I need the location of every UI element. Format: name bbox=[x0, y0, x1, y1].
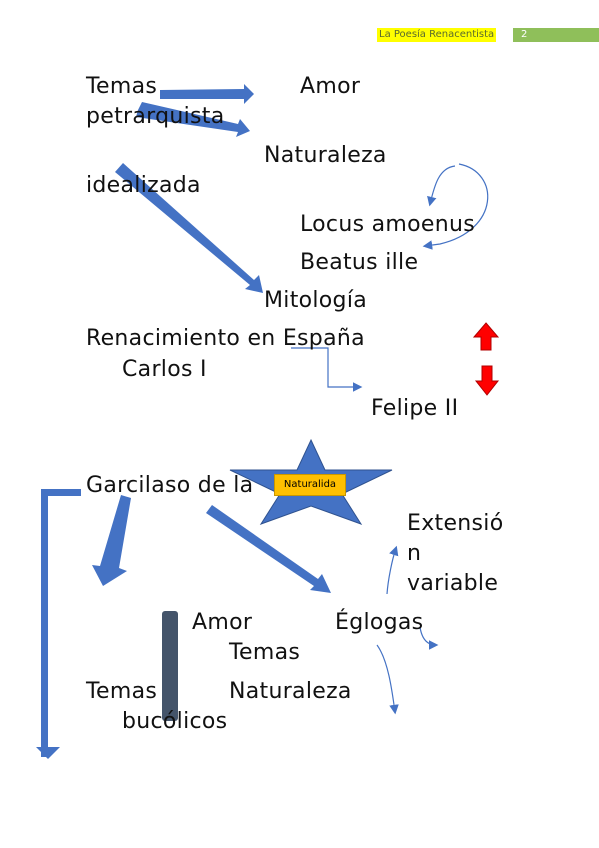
curly-bracket bbox=[162, 611, 178, 721]
left-bracket-head bbox=[36, 747, 60, 759]
curve-arrow-1 bbox=[427, 165, 456, 207]
curve-arrow-extension bbox=[386, 545, 399, 595]
curve-arrow-eglogas-down bbox=[376, 644, 399, 715]
page-number: 2 bbox=[513, 28, 599, 42]
text-extension-1: Extensió bbox=[407, 511, 504, 536]
left-bracket-vertical bbox=[41, 489, 48, 757]
arrow-garcilaso-down bbox=[92, 495, 131, 586]
text-idealizada: idealizada bbox=[86, 173, 201, 198]
text-temas-petrarquista-2: petrarquista bbox=[86, 104, 225, 129]
text-locus: Locus amoenus bbox=[300, 212, 475, 237]
naturalidad-badge: Naturalida bbox=[274, 474, 346, 496]
text-renacimiento: Renacimiento en España bbox=[86, 326, 365, 351]
text-amor: Amor bbox=[300, 74, 361, 99]
curve-arrow-eglogas-right bbox=[419, 626, 439, 650]
arrow-temas-naturaleza bbox=[136, 102, 250, 137]
text-amor-2: Amor bbox=[192, 610, 253, 635]
text-naturaleza: Naturaleza bbox=[264, 143, 387, 168]
text-eglogas: Églogas bbox=[335, 610, 424, 635]
connector-renacimiento bbox=[291, 347, 363, 392]
text-carlos: Carlos I bbox=[122, 357, 207, 382]
left-bracket-top bbox=[41, 489, 81, 496]
red-down-arrow bbox=[474, 365, 500, 396]
header-title: La Poesía Renacentista bbox=[377, 28, 497, 42]
text-extension-2: n bbox=[407, 541, 422, 566]
text-naturaleza-2: Naturaleza bbox=[229, 679, 352, 704]
red-up-arrow bbox=[472, 322, 500, 351]
text-temas-bucolicos-1: Temas bbox=[86, 679, 158, 704]
text-garcilaso: Garcilaso de la bbox=[86, 473, 254, 498]
text-beatus: Beatus ille bbox=[300, 250, 419, 275]
text-extension-3: variable bbox=[407, 571, 499, 596]
text-temas-bucolicos-2: bucólicos bbox=[122, 709, 228, 734]
text-mitologia: Mitología bbox=[264, 288, 368, 313]
arrow-temas-amor bbox=[160, 84, 254, 104]
arrow-to-eglogas bbox=[206, 505, 331, 593]
text-temas-2: Temas bbox=[229, 640, 301, 665]
arrow-to-mitologia bbox=[115, 163, 263, 293]
text-felipe: Felipe II bbox=[371, 396, 459, 421]
curve-arrow-2 bbox=[422, 163, 489, 250]
text-temas-petrarquista-1: Temas bbox=[86, 74, 158, 99]
